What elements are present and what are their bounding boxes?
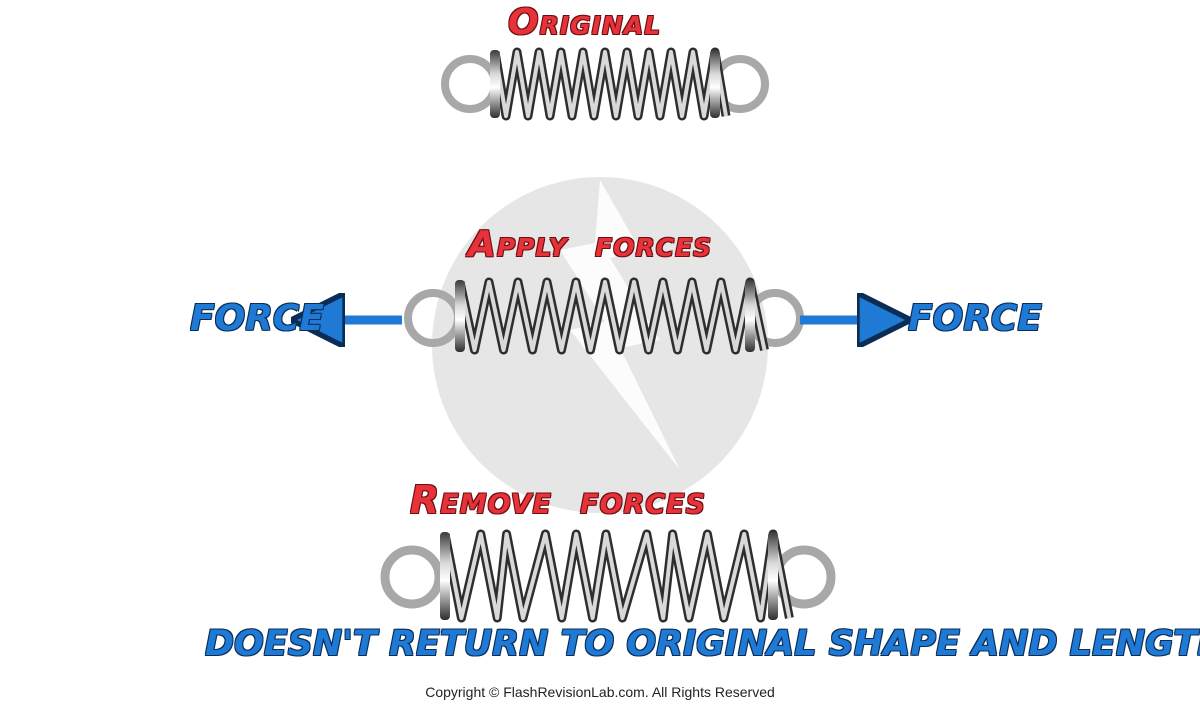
spring-original bbox=[441, 47, 769, 121]
force-label-left: FORCE bbox=[190, 298, 324, 339]
spring-original-coils bbox=[490, 47, 731, 121]
spring-deformed-coils bbox=[440, 529, 794, 623]
spring-stretched bbox=[404, 277, 804, 355]
caption-text: DOESN'T RETURN TO ORIGINAL SHAPE AND LEN… bbox=[205, 624, 1200, 664]
title-original: Original bbox=[508, 2, 662, 43]
spring-deformed-coil-left-cap bbox=[440, 532, 450, 620]
spring-original-coil-right-cap bbox=[710, 50, 720, 118]
spring-deformed bbox=[380, 529, 836, 623]
spring-deformed-coil-right-cap bbox=[768, 532, 778, 620]
spring-original-left-ring bbox=[441, 55, 499, 113]
spring-deformed-left-ring bbox=[380, 545, 444, 609]
copyright-notice: Copyright © FlashRevisionLab.com. All Ri… bbox=[425, 684, 775, 700]
spring-deformed-coil-highlight bbox=[443, 532, 792, 620]
title-remove-forces: Remove forces bbox=[410, 478, 707, 522]
title-apply-forces: Apply forces bbox=[468, 224, 713, 265]
watermark-logo bbox=[432, 177, 768, 513]
spring-stretched-coil-highlight bbox=[458, 280, 767, 352]
spring-stretched-coils bbox=[455, 277, 769, 355]
spring-original-coil-left-cap bbox=[490, 50, 500, 118]
spring-stretched-coil-right-cap bbox=[745, 280, 755, 352]
spring-stretched-coil-left-cap bbox=[455, 280, 465, 352]
force-label-right: FORCE bbox=[908, 298, 1042, 339]
spring-original-coil-highlight bbox=[493, 50, 728, 118]
